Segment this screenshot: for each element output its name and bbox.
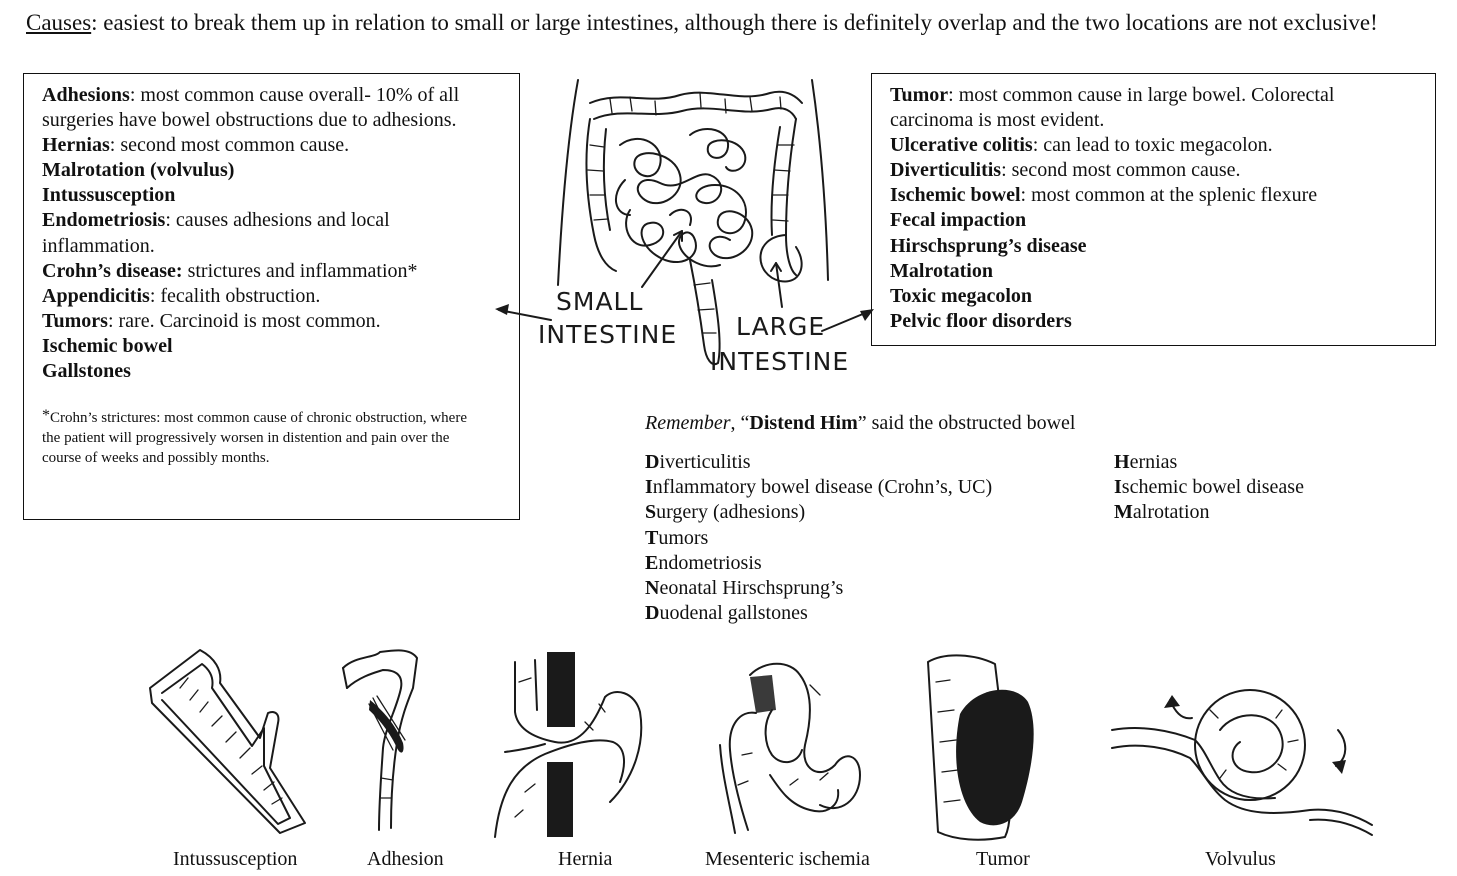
cause-item: Pelvic floor disorders bbox=[890, 309, 1072, 332]
crohns-footnote: *Crohn’s strictures: most common cause o… bbox=[42, 407, 467, 467]
cause-item: Ischemic bowel bbox=[42, 334, 173, 357]
mnemonic-item: Ischemic bowel disease bbox=[1114, 476, 1304, 499]
mnemonic-item: Inflammatory bowel disease (Crohn’s, UC) bbox=[645, 476, 993, 499]
cause-item: Hernias: second most common cause. bbox=[42, 134, 350, 157]
mnemonic-item: Tumors bbox=[645, 526, 709, 549]
mnemonic-item: Endometriosis bbox=[645, 551, 762, 574]
cause-item: Ulcerative colitis: can lead to toxic me… bbox=[890, 134, 1273, 157]
intro-paragraph: Causes: easiest to break them up in rela… bbox=[26, 8, 1436, 38]
caption-adhesion: Adhesion bbox=[367, 848, 444, 870]
cause-item: Appendicitis: fecalith obstruction. bbox=[42, 284, 321, 307]
adhesion-illustration bbox=[342, 649, 418, 831]
caption-hernia: Hernia bbox=[558, 848, 613, 870]
causes-heading: Causes bbox=[26, 10, 92, 35]
arrow-to-large-box bbox=[821, 309, 874, 332]
tumor-illustration bbox=[927, 654, 1034, 841]
caption-intussusception: Intussusception bbox=[173, 848, 298, 870]
cause-item: Malrotation bbox=[890, 259, 993, 282]
cause-item: Intussusception bbox=[42, 184, 176, 207]
cause-item: Crohn’s disease: strictures and inflamma… bbox=[42, 259, 418, 282]
mnemonic-title: Remember, “Distend Him” said the obstruc… bbox=[645, 412, 1076, 434]
cause-item: Ischemic bowel: most common at the splen… bbox=[890, 184, 1318, 207]
cause-item: Malrotation (volvulus) bbox=[42, 159, 235, 182]
small-intestine-causes-box: Adhesions: most common cause overall- 10… bbox=[23, 73, 520, 520]
mesenteric-ischemia-illustration bbox=[719, 662, 861, 834]
caption-mesenteric-ischemia: Mesenteric ischemia bbox=[705, 848, 870, 870]
large-intestine-label: INTESTINE bbox=[710, 347, 849, 376]
mnemonic-column-2: Hernias Ischemic bowel disease Malrotati… bbox=[1114, 450, 1304, 526]
mnemonic-item: Hernias bbox=[1114, 451, 1178, 473]
large-intestine-causes-box: Tumor: most common cause in large bowel.… bbox=[871, 73, 1436, 346]
caption-volvulus: Volvulus bbox=[1205, 848, 1276, 870]
cause-item: Tumor: most common cause in large bowel.… bbox=[890, 84, 1335, 132]
large-intestine-label: LARGE bbox=[736, 312, 825, 341]
small-intestine-label: SMALL bbox=[556, 287, 643, 316]
hernia-illustration bbox=[494, 652, 643, 838]
cause-item: Hirschsprung’s disease bbox=[890, 234, 1087, 257]
mnemonic-item: Neonatal Hirschsprung’s bbox=[645, 577, 844, 600]
cause-item: Diverticulitis: second most common cause… bbox=[890, 159, 1241, 182]
mnemonic-item: Duodenal gallstones bbox=[645, 602, 808, 625]
cause-item: Endometriosis: causes adhesions and loca… bbox=[42, 209, 390, 257]
caption-tumor: Tumor bbox=[976, 848, 1030, 870]
mnemonic-item: Malrotation bbox=[1114, 501, 1210, 524]
cause-item: Toxic megacolon bbox=[890, 284, 1033, 307]
arrow-to-small-box bbox=[495, 304, 552, 321]
cause-item: Adhesions: most common cause overall- 10… bbox=[42, 84, 460, 132]
mnemonic-item: Diverticulitis bbox=[645, 451, 751, 473]
volvulus-illustration bbox=[1111, 689, 1373, 836]
intestine-illustration: SMALL INTESTINE LARGE INTESTINE bbox=[538, 79, 849, 376]
intussusception-illustration bbox=[149, 649, 306, 834]
cause-item: Gallstones bbox=[42, 360, 131, 383]
intro-text: : easiest to break them up in relation t… bbox=[91, 10, 1378, 35]
mnemonic-item: Surgery (adhesions) bbox=[645, 501, 806, 524]
cause-item: Fecal impaction bbox=[890, 209, 1027, 232]
cause-item: Tumors: rare. Carcinoid is most common. bbox=[42, 309, 381, 332]
mnemonic-column-1: Diverticulitis Inflammatory bowel diseas… bbox=[645, 450, 992, 626]
small-intestine-label: INTESTINE bbox=[538, 320, 677, 349]
